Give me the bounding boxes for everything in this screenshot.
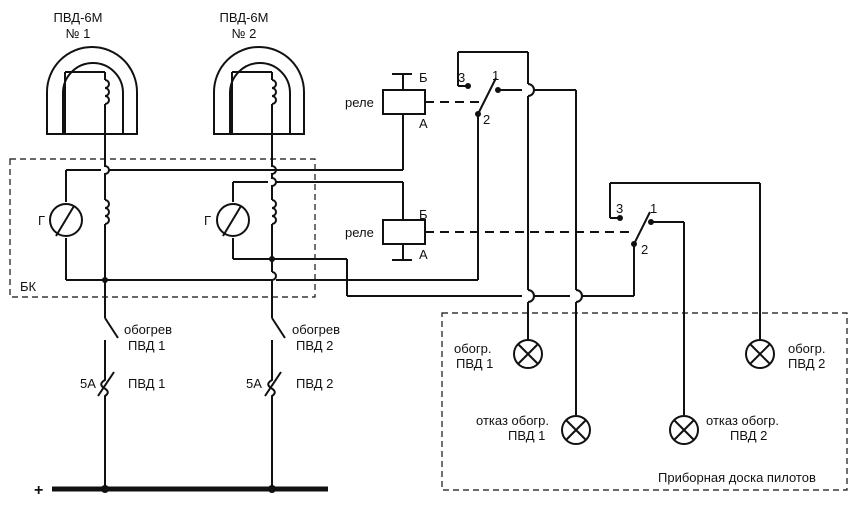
wire-bk-to-contact2 [346, 259, 634, 297]
lamp-heating-2 [745, 339, 775, 369]
generator-1-label: Г [38, 213, 45, 228]
relay-2 [382, 182, 630, 261]
sensor-2-name: ПВД-6М [220, 10, 269, 25]
lamp-4-line1: обогр. [788, 341, 826, 356]
junction-dot [101, 485, 109, 493]
fuse-1-label: ПВД 1 [128, 376, 165, 391]
pitot-sensor-2 [213, 46, 305, 160]
junction-dot [268, 485, 276, 493]
fuse-2-label: ПВД 2 [296, 376, 333, 391]
junction-dot [102, 277, 108, 283]
relay-2-contacts [609, 182, 761, 415]
contact-1-terminal-1: 1 [492, 68, 499, 83]
switch-1-line2: ПВД 1 [128, 338, 165, 353]
bk-channel-1 [65, 160, 272, 310]
lamp-2-line1: отказ обогр. [476, 413, 549, 428]
lamp-3-line2: ПВД 2 [730, 428, 767, 443]
pilot-panel-border [441, 312, 848, 491]
sensor-1-number: № 1 [66, 26, 91, 41]
generator-2: Г [204, 203, 250, 237]
fuse-2-rating: 5А [246, 376, 262, 391]
pilot-panel-label: Приборная доска пилотов [658, 470, 816, 485]
contact-2-terminal-1: 1 [650, 201, 657, 216]
switch-2-line1: обогрев [292, 322, 340, 337]
contact-2-terminal-2: 2 [641, 242, 648, 257]
bk-label: БК [20, 279, 37, 294]
relay-2-terminal-b: Б [419, 207, 428, 222]
lamp-1-line1: обогр. [454, 341, 492, 356]
fuse-2 [264, 371, 282, 488]
lamp-failure-2 [669, 415, 699, 445]
fuse-1-rating: 5А [80, 376, 96, 391]
bus-plus-label: + [34, 482, 43, 499]
contact-1-terminal-2: 2 [483, 112, 490, 127]
relay-1 [382, 73, 483, 170]
lamp-heating-1 [513, 339, 543, 369]
pitot-sensor-1 [46, 46, 138, 160]
lamp-4-line2: ПВД 2 [788, 356, 825, 371]
generator-1: Г [38, 203, 83, 237]
lamp-failure-1 [561, 415, 591, 445]
relay-1-terminal-a: А [419, 116, 428, 131]
relay-1-contacts [276, 51, 583, 415]
bk-block-border [9, 158, 316, 298]
lamp-2-line2: ПВД 1 [508, 428, 545, 443]
heating-switch-2 [271, 310, 286, 374]
contact-1-terminal-3: 3 [458, 70, 465, 85]
switch-2-line2: ПВД 2 [296, 338, 333, 353]
fuse-1 [97, 371, 115, 488]
lamp-3-line1: отказ обогр. [706, 413, 779, 428]
bk-channel-2 [232, 160, 347, 310]
relay-1-terminal-b: Б [419, 70, 428, 85]
generator-2-label: Г [204, 213, 211, 228]
heating-switch-1 [104, 310, 119, 374]
relay-1-label: реле [345, 95, 374, 110]
sensor-2-number: № 2 [232, 26, 257, 41]
junction-dot [269, 256, 275, 262]
contact-2-terminal-3: 3 [616, 201, 623, 216]
relay-2-terminal-a: А [419, 247, 428, 262]
lamp-1-line2: ПВД 1 [456, 356, 493, 371]
switch-1-line1: обогрев [124, 322, 172, 337]
relay-2-label: реле [345, 225, 374, 240]
sensor-1-name: ПВД-6М [54, 10, 103, 25]
